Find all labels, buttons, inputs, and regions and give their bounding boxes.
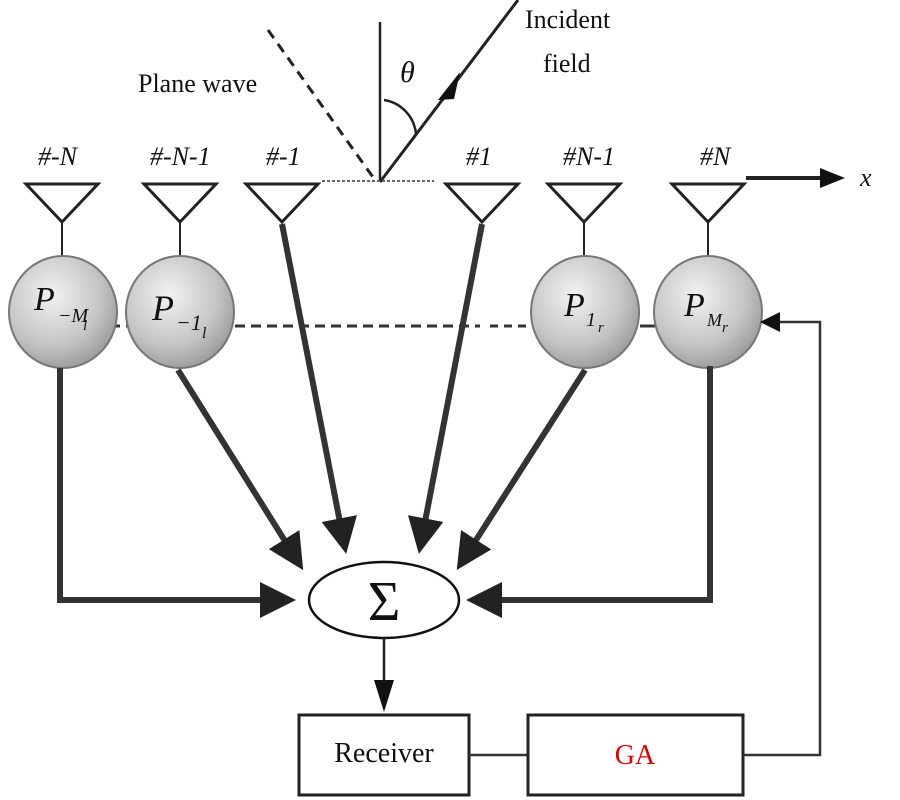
signal-path [456, 368, 588, 571]
phase-shifter: P −M l [8, 255, 118, 369]
sigma-symbol: Σ [368, 571, 401, 633]
antenna-label: #N-1 [563, 142, 615, 171]
phase-subsub: l [202, 325, 207, 342]
signal-path [175, 368, 304, 571]
phase-sub: M [706, 310, 723, 330]
receiver-label: Receiver [334, 738, 434, 769]
antenna-icon [22, 182, 102, 255]
antenna-label: #-N [38, 142, 79, 171]
x-axis-label: x [859, 163, 872, 192]
antenna-icon [242, 182, 322, 225]
phase-label: P [563, 287, 585, 324]
antenna-label: #-N-1 [150, 142, 211, 171]
antenna-icon [140, 182, 220, 255]
summer-node: Σ [307, 560, 461, 640]
phase-label: P [33, 281, 55, 318]
incident-arrowhead [438, 72, 460, 100]
antenna-label: #1 [466, 142, 492, 171]
incident-field-label-2: field [543, 49, 591, 78]
incident-field-label-1: Incident [525, 5, 611, 34]
theta-label: θ [400, 56, 415, 89]
phase-sub: −M [58, 305, 89, 327]
phase-sub: 1 [586, 309, 596, 331]
feedback-path [743, 320, 822, 757]
phase-sub: −1 [176, 310, 202, 335]
signal-path [466, 366, 713, 618]
antenna-label: #N [700, 142, 732, 171]
phase-subsub: r [598, 320, 604, 336]
receiver-arrowhead [374, 680, 394, 712]
ga-label: GA [615, 740, 656, 771]
antenna-label: #-1 [266, 142, 301, 171]
antenna-icon [442, 182, 522, 225]
phase-shifter: P M r [653, 255, 763, 369]
phase-label: P [151, 288, 174, 328]
signal-path [57, 368, 296, 618]
phase-subsub: l [83, 318, 87, 334]
feedback-arrowhead [760, 312, 780, 332]
phase-shifter: P 1 r [530, 255, 640, 369]
theta-arc [383, 98, 418, 135]
plane-wave-label: Plane wave [138, 69, 257, 98]
phase-shifter: P −1 l [125, 255, 235, 369]
plane-wave-line [266, 29, 377, 181]
receiver-block: Receiver [297, 713, 471, 797]
signal-path [279, 223, 357, 554]
phase-label: P [683, 287, 705, 324]
signal-path [407, 223, 485, 554]
x-axis-arrowhead [820, 168, 845, 188]
phase-subsub: r [722, 320, 728, 336]
antenna-icon [668, 182, 748, 255]
ga-block: GA [526, 713, 745, 797]
antenna-icon [544, 182, 624, 255]
